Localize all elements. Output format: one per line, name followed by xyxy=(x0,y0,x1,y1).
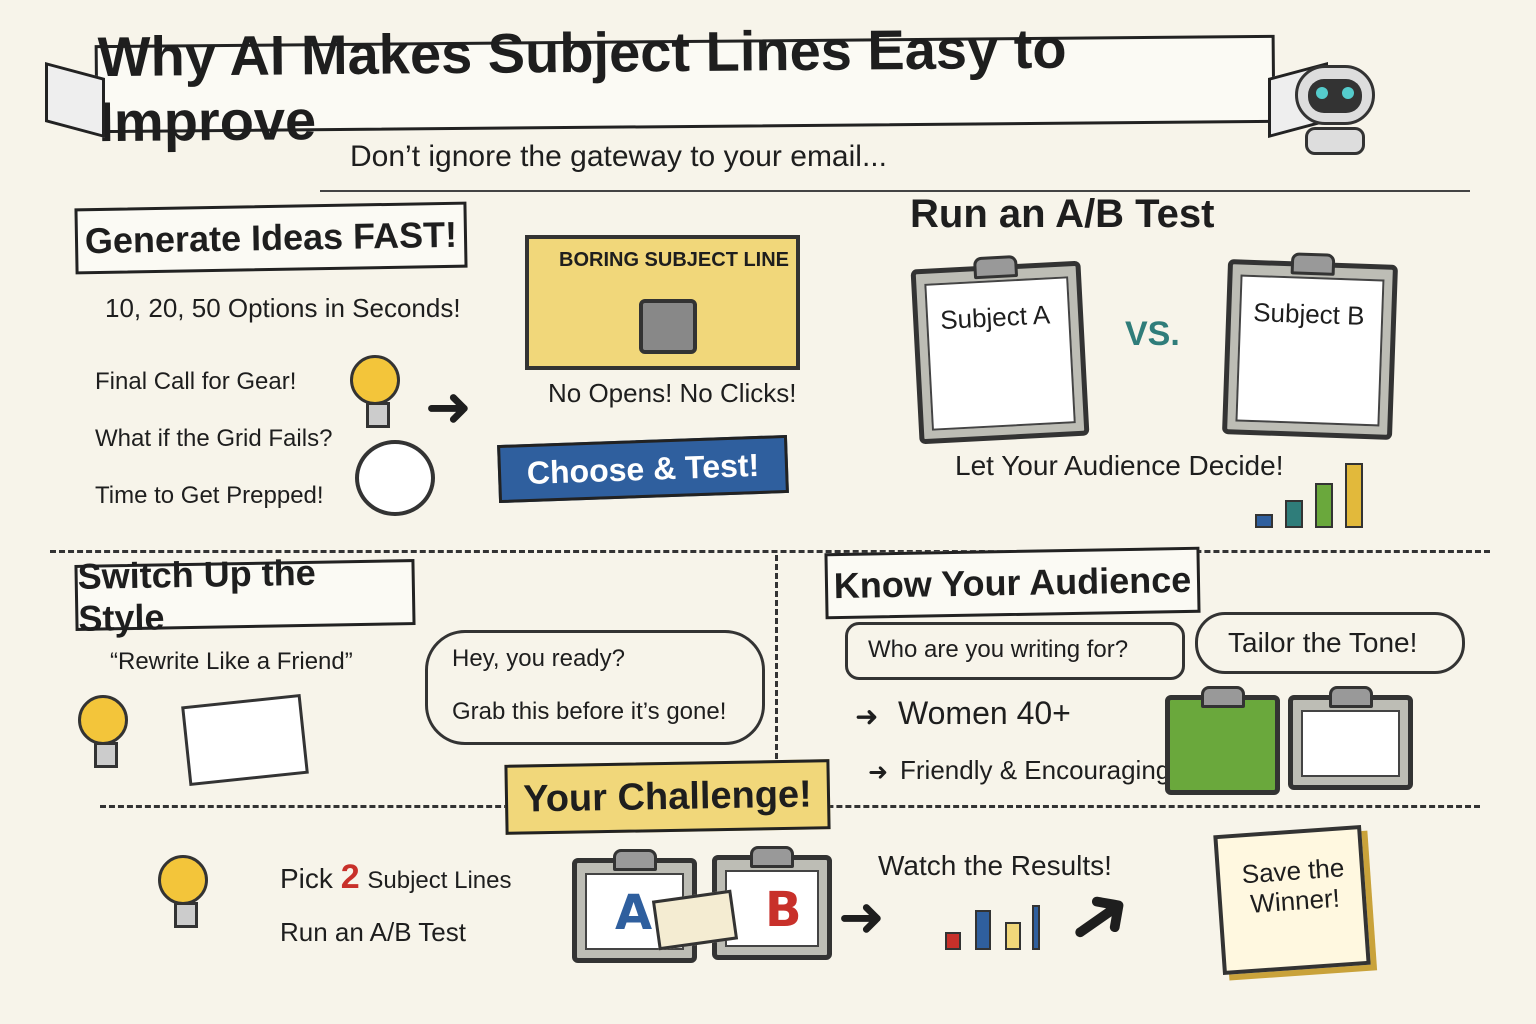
challenge-heading: Your Challenge! xyxy=(522,772,813,821)
style-heading: Switch Up the Style xyxy=(74,552,416,639)
clipboard-a: A xyxy=(572,849,697,963)
subtitle: Don’t ignore the gateway to your email..… xyxy=(350,140,887,173)
growth-chart-icon xyxy=(940,900,1050,950)
lock-icon xyxy=(639,299,697,354)
style-example-2: Grab this before it’s gone! xyxy=(452,698,727,725)
audience-heading-text: Know Your Audience xyxy=(833,558,1192,607)
vs-label: VS. xyxy=(1125,315,1180,353)
challenge-step-2: Run an A/B Test xyxy=(280,917,466,947)
arrow-icon: ➜ xyxy=(868,758,889,786)
abtest-caption: Let Your Audience Decide! xyxy=(955,450,1284,481)
challenge-ribbon: Your Challenge! xyxy=(504,759,831,835)
title-banner: Why AI Makes Subject Lines Easy to Impro… xyxy=(94,17,1276,153)
style-prompt: “Rewrite Like a Friend” xyxy=(110,648,353,675)
section-divider-vertical xyxy=(775,555,778,795)
tone-bubble xyxy=(1195,612,1465,674)
envelope-result: No Opens! No Clicks! xyxy=(548,378,797,408)
bar-chart-icon xyxy=(1250,460,1370,528)
bullet-2: What if the Grid Fails? xyxy=(95,425,333,452)
save-winner-text: Save the Winner! xyxy=(1240,852,1346,919)
clipboard-b-label: B xyxy=(765,882,802,938)
generate-heading: Generate Ideas FAST! xyxy=(74,201,468,275)
divider xyxy=(320,190,1470,192)
document-icon xyxy=(181,693,309,787)
section-divider xyxy=(50,550,1490,553)
clipboard-heart xyxy=(1165,686,1280,795)
clipboard-subject-a: Subject A xyxy=(910,254,1090,445)
arrow-icon: ➜ xyxy=(838,885,885,950)
subject-b-label: Subject B xyxy=(1252,297,1366,331)
options-text: 10, 20, 50 Options in Seconds! xyxy=(105,293,461,323)
clipboard-subject-b: Subject B xyxy=(1221,252,1399,440)
audience-heading: Know Your Audience xyxy=(824,546,1201,620)
step1-number: 2 xyxy=(340,858,360,896)
style-heading-text: Switch Up the Style xyxy=(77,551,316,639)
step1-suffix: Subject Lines xyxy=(367,867,512,894)
subject-a-label: Subject A xyxy=(939,299,1051,336)
envelope-icon: BORING SUBJECT LINE xyxy=(525,235,800,370)
clipboard-a-label: A xyxy=(615,885,653,941)
page-title: Why AI Makes Subject Lines Easy to Impro… xyxy=(97,16,1067,154)
notepad-save-winner: Save the Winner! xyxy=(1213,825,1371,975)
bullet-1: Final Call for Gear! xyxy=(95,368,297,395)
clipboard-growth xyxy=(1288,686,1413,790)
envelope-label: BORING SUBJECT LINE xyxy=(559,249,790,271)
clock-icon xyxy=(355,440,435,516)
audience-tone: Tailor the Tone! xyxy=(1228,627,1418,658)
arrow-icon: ➜ xyxy=(855,700,879,733)
challenge-step-1: Pick 2 Subject Lines xyxy=(280,858,511,897)
style-example-1: Hey, you ready? xyxy=(452,645,625,672)
abtest-heading: Run an A/B Test xyxy=(910,192,1215,236)
lightbulb-icon xyxy=(350,355,400,428)
arrow-icon: ➜ xyxy=(425,375,472,440)
audience-question: Who are you writing for? xyxy=(868,636,1129,663)
watch-results: Watch the Results! xyxy=(878,850,1112,881)
step1-prefix: Pick xyxy=(280,863,333,894)
generate-heading-text: Generate Ideas FAST! xyxy=(84,213,458,262)
clipboard-b: B xyxy=(712,846,832,960)
audience-item-2: Friendly & Encouraging xyxy=(900,755,1171,785)
lightbulb-icon xyxy=(158,855,208,928)
speech-bubble xyxy=(425,630,765,745)
robot-icon xyxy=(1290,55,1380,155)
choose-test-text: Choose & Test! xyxy=(526,446,760,491)
bullet-3: Time to Get Prepped! xyxy=(95,482,324,509)
question-bubble xyxy=(845,622,1185,680)
choose-test-ribbon: Choose & Test! xyxy=(497,434,789,504)
lightbulb-icon xyxy=(78,695,128,768)
audience-item-1: Women 40+ xyxy=(898,695,1071,731)
